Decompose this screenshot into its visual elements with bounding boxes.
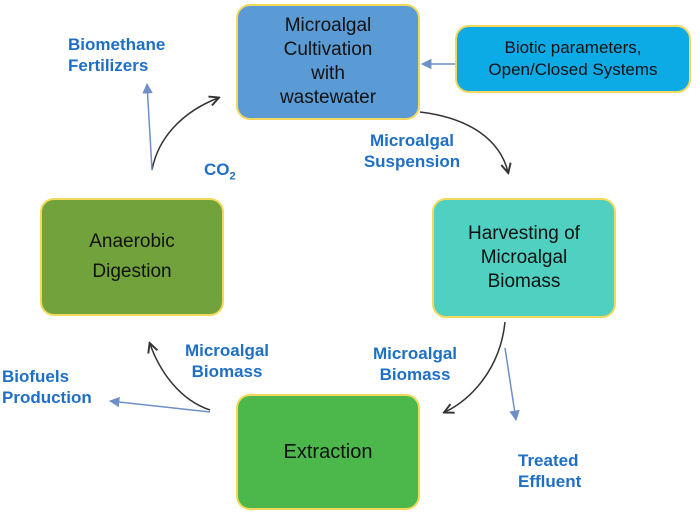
node-anaerobic-digestion: Anaerobic Digestion xyxy=(40,198,224,316)
cycle-arrow-anaerobic-to-cultivation xyxy=(151,98,218,171)
node-harvesting-label: Harvesting of Microalgal Biomass xyxy=(468,223,580,292)
label-microalgal-biomass-left: Microalgal Biomass xyxy=(184,341,270,381)
label-treated-effluent: Treated Effluent xyxy=(518,451,582,491)
node-cultivation-label: Microalgal Cultivation with wastewater xyxy=(279,15,377,108)
arrow-to-biofuels xyxy=(108,396,211,413)
label-biomethane-fertilizers: Biomethane Fertilizers xyxy=(68,35,166,75)
arrow-to-treated-effluent xyxy=(504,347,520,422)
label-microalgal-biomass-right: Microalgal Biomass xyxy=(372,344,458,384)
node-harvesting: Harvesting of Microalgal Biomass xyxy=(432,198,616,318)
node-biotic-parameters: Biotic parameters, Open/Closed Systems xyxy=(455,25,691,93)
label-co2: CO2 xyxy=(204,138,236,187)
arrow-to-biomethane xyxy=(142,82,153,171)
node-extraction: Extraction xyxy=(236,394,420,510)
label-microalgal-suspension: Microalgal Suspension xyxy=(363,131,461,171)
cycle-arrow-harvesting-to-extraction xyxy=(445,321,506,412)
cycle-arrow-cultivation-to-harvesting xyxy=(419,111,508,172)
node-biotic-label: Biotic parameters, Open/Closed Systems xyxy=(488,38,658,79)
label-co2-subscript: 2 xyxy=(229,170,236,183)
node-cultivation: Microalgal Cultivation with wastewater xyxy=(236,4,420,120)
label-co2-main: CO xyxy=(204,160,230,179)
cycle-arrow-extraction-to-anaerobic xyxy=(150,344,211,411)
node-anaerobic-label: Anaerobic Digestion xyxy=(89,231,175,282)
label-biofuels-production: Biofuels Production xyxy=(2,367,92,407)
node-extraction-label: Extraction xyxy=(283,441,373,463)
